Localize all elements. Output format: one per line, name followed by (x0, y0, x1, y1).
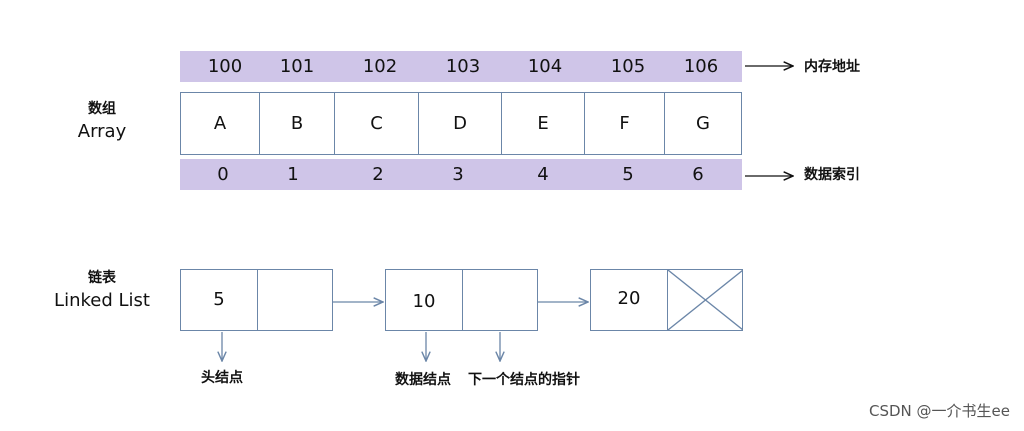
array-cell: B (259, 93, 334, 154)
address-label: 103 (445, 56, 481, 77)
array-label: 数组 Array (66, 99, 138, 145)
address-note: 内存地址 (804, 59, 860, 75)
index-label: 1 (287, 164, 299, 185)
address-band: 100 101 102 103 104 105 106 (180, 51, 742, 82)
array-label-en: Array (77, 121, 127, 142)
node-divider (667, 270, 668, 330)
list-node: 5 (180, 269, 333, 331)
array-cell: D (418, 93, 501, 154)
index-band: 0 1 2 3 4 5 6 (180, 159, 742, 190)
array-cell: F (584, 93, 664, 154)
array-cell: G (664, 93, 741, 154)
address-label: 100 (207, 56, 243, 77)
array-cells: A B C D E F G (180, 92, 742, 155)
index-label: 0 (217, 164, 229, 185)
watermark: CSDN @一介书生ee (869, 402, 1010, 420)
node-data: 5 (213, 289, 225, 310)
linked-list-label-cn: 链表 (88, 270, 116, 286)
null-pointer-icon (668, 270, 743, 330)
linked-list-label-en: Linked List (54, 290, 150, 311)
index-note: 数据索引 (804, 167, 860, 183)
next-note: 下一个结点的指针 (468, 372, 580, 388)
array-cell: A (213, 113, 227, 134)
address-label: 104 (527, 56, 563, 77)
array-cell: E (501, 93, 584, 154)
node-divider (462, 270, 463, 330)
list-node: 10 (385, 269, 538, 331)
index-label: 2 (372, 164, 384, 185)
address-label: 105 (610, 56, 646, 77)
node-data: 10 (412, 291, 436, 312)
node-data: 20 (617, 288, 641, 309)
head-note: 头结点 (201, 370, 243, 386)
linked-list-label: 链表 Linked List (50, 268, 154, 314)
list-node: 20 (590, 269, 743, 331)
address-label: 102 (362, 56, 398, 77)
index-label: 5 (622, 164, 634, 185)
data-note: 数据结点 (395, 372, 451, 388)
index-label: 3 (452, 164, 464, 185)
array-cell: C (334, 93, 418, 154)
address-label: 106 (683, 56, 719, 77)
array-label-cn: 数组 (88, 101, 116, 117)
index-label: 6 (692, 164, 704, 185)
address-label: 101 (279, 56, 315, 77)
index-label: 4 (537, 164, 549, 185)
node-divider (257, 270, 258, 330)
